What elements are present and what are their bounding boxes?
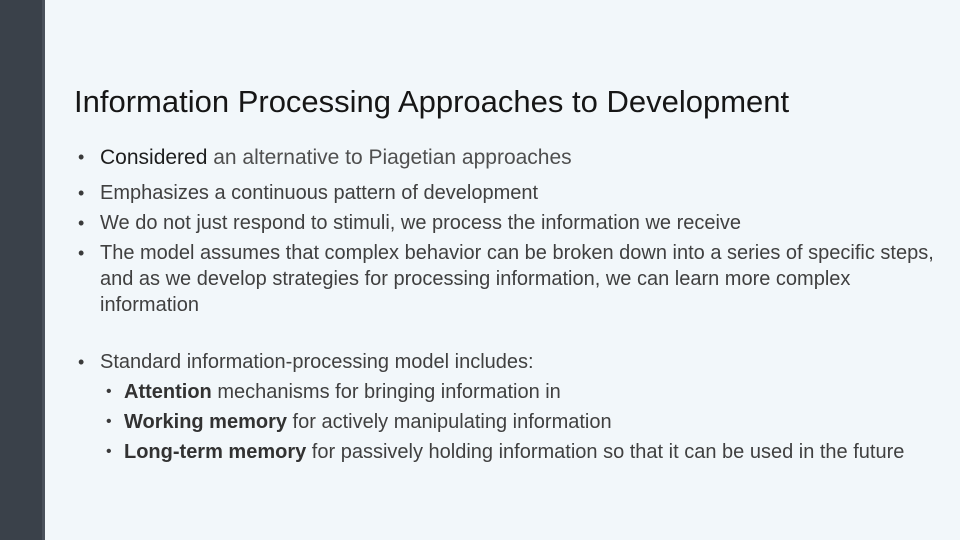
bullet-dot-icon: • [78, 352, 85, 372]
bullet-group-model: • Standard information-processing model … [78, 349, 946, 469]
bullet-considered: • Considered an alternative to Piagetian… [78, 144, 946, 171]
bullet-lead-text: Considered [100, 146, 208, 169]
bullet-text: Considered an alternative to Piagetian a… [100, 144, 946, 171]
bullet-emphasizes: • Emphasizes a continuous pattern of dev… [78, 180, 946, 206]
bullet-dot-icon: • [78, 213, 85, 233]
bullet-dot-icon: • [106, 383, 112, 400]
bullet-text: Long-term memory for passively holding i… [124, 439, 946, 465]
bullet-stimuli: • We do not just respond to stimuli, we … [78, 210, 946, 236]
bullet-model-assumes: • The model assumes that complex behavio… [78, 240, 946, 318]
bullet-dot-icon: • [78, 243, 85, 263]
slide-title: Information Processing Approaches to Dev… [74, 83, 790, 119]
term-long-term-memory: Long-term memory [124, 441, 307, 463]
sub-bullet-attention: • Attention mechanisms for bringing info… [106, 379, 946, 405]
bullet-text: Standard information-processing model in… [100, 351, 534, 373]
bullet-group-overview: • Considered an alternative to Piagetian… [78, 144, 946, 322]
sub-bullet-long-term-memory: • Long-term memory for passively holding… [106, 439, 946, 465]
bullet-dot-icon: • [106, 413, 112, 430]
bullet-rest-text: an alternative to Piagetian approaches [207, 146, 572, 169]
bullet-text: We do not just respond to stimuli, we pr… [100, 212, 742, 234]
sub-bullet-working-memory: • Working memory for actively manipulati… [106, 409, 946, 435]
sub-bullet-list: • Attention mechanisms for bringing info… [106, 379, 946, 465]
bullet-text: Working memory for actively manipulating… [124, 409, 946, 435]
bullet-text: Emphasizes a continuous pattern of devel… [100, 182, 539, 204]
term-working-memory: Working memory [124, 411, 287, 433]
bullet-text: The model assumes that complex behavior … [100, 242, 934, 316]
term-description: mechanisms for bringing information in [211, 381, 561, 403]
bullet-dot-icon: • [106, 443, 112, 460]
term-description: for passively holding information so tha… [306, 441, 905, 463]
bullet-dot-icon: • [78, 147, 85, 167]
term-description: for actively manipulating information [287, 411, 612, 433]
term-attention: Attention [124, 381, 212, 403]
slide-accent-bar [0, 0, 45, 540]
bullet-dot-icon: • [78, 183, 85, 203]
bullet-text: Attention mechanisms for bringing inform… [124, 379, 946, 405]
bullet-standard-model: • Standard information-processing model … [78, 349, 946, 375]
